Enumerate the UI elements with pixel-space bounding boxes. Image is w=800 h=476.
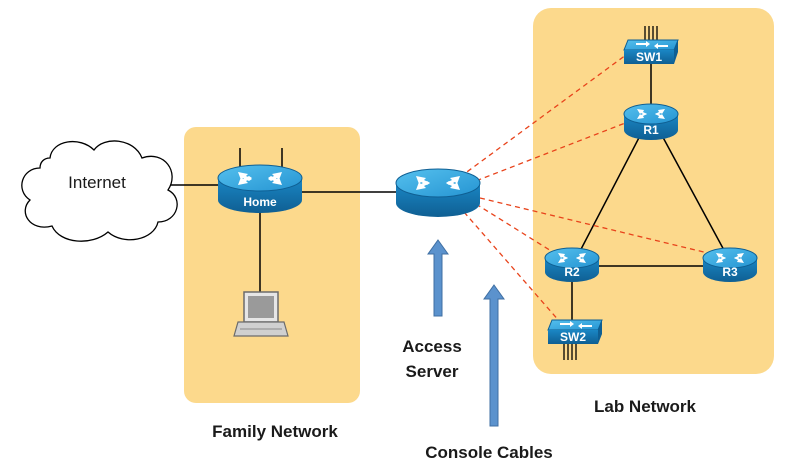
r3-arrows-icon — [716, 253, 744, 263]
r1-arrows-icon — [637, 109, 665, 119]
console-to-r3 — [479, 197, 713, 255]
sw1-label: SW1 — [636, 50, 662, 64]
console-cables-label: Console Cables — [425, 443, 553, 462]
internet-label: Internet — [68, 173, 126, 192]
sw1-switch: SW1 — [623, 26, 679, 64]
console-to-sw2 — [463, 211, 561, 323]
console-cables-arrow-icon — [483, 284, 505, 427]
home-router: Home — [217, 148, 303, 213]
up-arrows — [427, 239, 505, 427]
r2-arrows-icon — [558, 253, 586, 263]
sw2-arrows-icon — [560, 321, 592, 329]
r3-label: R3 — [722, 265, 738, 279]
r1-router: R1 — [623, 103, 679, 140]
sw2-label: SW2 — [560, 330, 586, 344]
sw1-arrows-icon — [636, 41, 668, 49]
lab-network-zone — [533, 8, 774, 374]
console-to-r1 — [467, 119, 634, 185]
r2-router: R2 — [544, 247, 600, 282]
access-server-arrow-icon — [427, 239, 449, 317]
access-server-label-line2: Server — [406, 362, 459, 381]
console-to-r2 — [475, 203, 557, 255]
lab-network-label: Lab Network — [594, 397, 697, 416]
sw2-switch: SW2 — [547, 319, 603, 360]
network-links — [160, 55, 726, 326]
r2-label: R2 — [564, 265, 580, 279]
home-router-arrows-icon — [238, 172, 282, 185]
console-cables — [459, 51, 713, 323]
access-server-router — [395, 168, 481, 217]
link-r1-r3 — [658, 129, 726, 253]
r3-router: R3 — [702, 247, 758, 282]
access-server-arrows-icon — [416, 176, 460, 190]
home-router-label: Home — [243, 195, 277, 209]
laptop-icon — [233, 291, 289, 337]
family-network-label: Family Network — [212, 422, 338, 441]
console-to-sw1 — [459, 51, 631, 178]
access-server-label-line1: Access — [402, 337, 462, 356]
link-r1-r2 — [577, 129, 644, 256]
r1-label: R1 — [643, 123, 659, 137]
internet-cloud: Internet — [21, 140, 178, 242]
